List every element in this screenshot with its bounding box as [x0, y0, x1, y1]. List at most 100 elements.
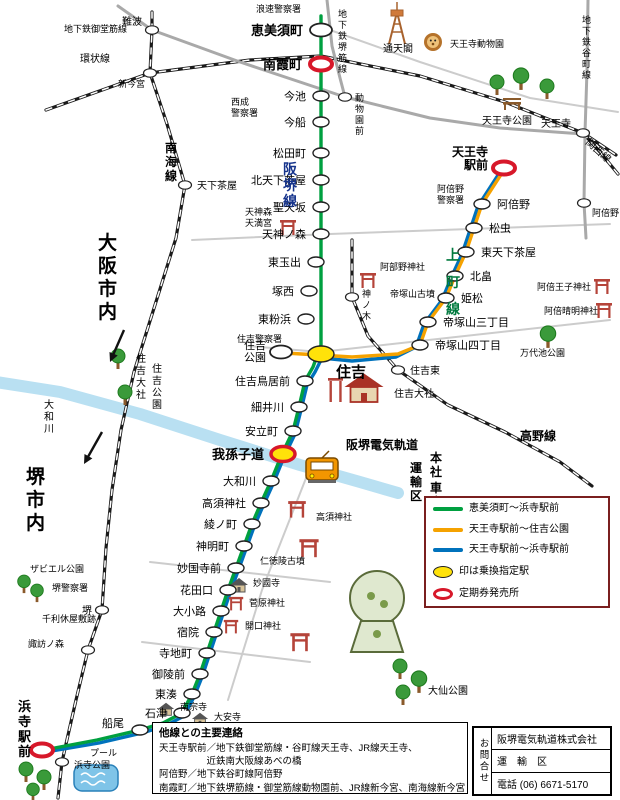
- station-label: 姫松: [461, 291, 483, 305]
- station-oval: [312, 147, 330, 159]
- connections-info-box: 他線との主要連絡 天王寺駅前／地下鉄御堂筋線・谷町線天王寺、JR線天王寺、 近鉄…: [152, 722, 468, 794]
- tree-icon: [36, 769, 52, 790]
- map-label: 大安寺: [214, 711, 241, 722]
- rail-line-ties-jr-loop: [45, 55, 617, 156]
- station-label: 今池: [284, 89, 306, 103]
- info-line: 近鉄南大阪線あべの橋: [159, 755, 302, 767]
- metro-line-metro-midosuji: [116, 4, 585, 136]
- map-label: 環状線: [80, 52, 110, 65]
- legend-row-transfer: 印は乗換指定駅: [433, 565, 601, 578]
- rail-line-jr-loop: [44, 54, 618, 157]
- station-oval: [262, 475, 280, 487]
- direction-arrow: [109, 329, 126, 362]
- station-label: 浜寺公園: [74, 760, 110, 770]
- torii-icon: [280, 220, 296, 235]
- station-oval: [191, 668, 209, 680]
- station-oval: [307, 345, 335, 363]
- station-label: 堺: [82, 605, 92, 617]
- station-oval: [307, 256, 325, 268]
- legend-label: 印は乗換指定駅: [459, 565, 529, 577]
- station-oval: [419, 316, 437, 328]
- map-label: 阿部野神社: [380, 261, 425, 272]
- info-line: 南霞町／地下鉄堺筋線・御堂筋線動物園前、JR線新今宮、南海線新今宮: [159, 782, 466, 794]
- station-label: 天王寺駅前: [452, 144, 488, 172]
- map-label: 阿倍晴明神社: [544, 305, 598, 316]
- station-label: 天王寺: [541, 118, 571, 130]
- station-label: 大小路: [173, 604, 206, 618]
- station-oval: [173, 707, 191, 719]
- station-oval: [312, 174, 330, 186]
- station-label: 宿院: [177, 625, 199, 639]
- station-oval: [312, 201, 330, 213]
- station-label: 船尾: [102, 716, 124, 730]
- transfer-station-swatch: [433, 565, 453, 578]
- lion-icon: [424, 33, 442, 51]
- station-label: 神明町: [196, 539, 229, 553]
- station-oval: [309, 22, 333, 38]
- station-label: 御陵前: [152, 667, 185, 681]
- map-label: 住吉警察署: [237, 333, 282, 344]
- station-label: 安立町: [245, 424, 278, 438]
- legend-row-hankai: 恵美須町〜浜寺駅前: [433, 504, 601, 514]
- station-label: 聖天坂: [273, 201, 306, 214]
- river-yamatogawa: [0, 376, 404, 499]
- blue-line-swatch: [433, 548, 463, 552]
- street-line: [329, 29, 619, 113]
- tree-icon: [539, 325, 557, 348]
- station-label: 住吉公園: [244, 338, 266, 364]
- station-oval: [437, 292, 455, 304]
- map-label: 地下鉄御堂筋線: [64, 23, 127, 34]
- map-label: 千利休屋敷跡: [42, 613, 96, 624]
- tree-icon: [30, 583, 44, 603]
- map-label: 開口神社: [245, 620, 281, 631]
- contact-box: お問合せ 阪堺電気軌道株式会社 運 輸 区 電話 (06) 6671-5170: [472, 726, 612, 796]
- station-oval: [235, 540, 253, 552]
- station-oval: [457, 246, 475, 258]
- map-label: 大仙公園: [428, 684, 468, 697]
- station-oval: [80, 645, 96, 655]
- torii-icon: [299, 539, 319, 558]
- metro-line-metro-sakaisuji: [325, 0, 347, 99]
- map-label: 西成警察署: [231, 96, 258, 118]
- tree-icon: [392, 658, 408, 679]
- station-label: 妙国寺前: [177, 561, 221, 575]
- station-oval: [296, 375, 314, 387]
- map-label: 住吉大社: [136, 352, 146, 401]
- street-line: [191, 223, 611, 241]
- orange-line-swatch: [433, 527, 463, 532]
- station-label: 東粉浜: [258, 313, 291, 326]
- station-label: 帝塚山四丁目: [435, 338, 501, 352]
- map-label: 堺警察署: [52, 582, 88, 593]
- station-label: 阿倍野: [592, 207, 619, 218]
- station-oval: [269, 444, 297, 464]
- rail-line-ties-jr-kansai: [582, 132, 619, 175]
- tree-icon: [539, 78, 555, 99]
- station-label: 住吉鳥居前: [235, 374, 290, 388]
- station-label: 東玉出: [268, 255, 301, 269]
- map-label: 阿倍王子神社: [537, 281, 591, 292]
- tram-icon: [305, 450, 339, 483]
- green-line-swatch: [433, 507, 463, 511]
- map-label: 万代池公園: [520, 347, 565, 358]
- station-oval: [212, 605, 230, 617]
- map-label: 堺市内: [26, 466, 46, 534]
- map-label: 地下鉄谷町線: [582, 14, 591, 80]
- torii-icon: [288, 501, 306, 518]
- map-label: 大和川: [44, 398, 54, 435]
- station-label: 天下茶屋: [197, 179, 237, 192]
- map-label: 住吉公園: [152, 362, 162, 411]
- info-line: 天王寺駅前／地下鉄御堂筋線・谷町線天王寺、JR線天王寺、: [159, 742, 418, 754]
- map-label: 阪堺線: [283, 161, 298, 209]
- map-label: 妙國寺: [253, 577, 280, 588]
- station-oval: [575, 128, 591, 138]
- station-label: 北畠: [470, 269, 492, 283]
- legend-row-pass-office: 定期券発売所: [433, 588, 601, 600]
- station-oval: [446, 270, 464, 282]
- map-label: 大阪市内: [98, 231, 118, 323]
- direction-arrow: [84, 431, 104, 464]
- info-line: 阿倍野／地下鉄谷町線阿倍野: [159, 769, 283, 781]
- map-label: 南宗寺: [180, 701, 207, 712]
- tree-icon: [512, 67, 530, 90]
- station-oval: [473, 198, 491, 210]
